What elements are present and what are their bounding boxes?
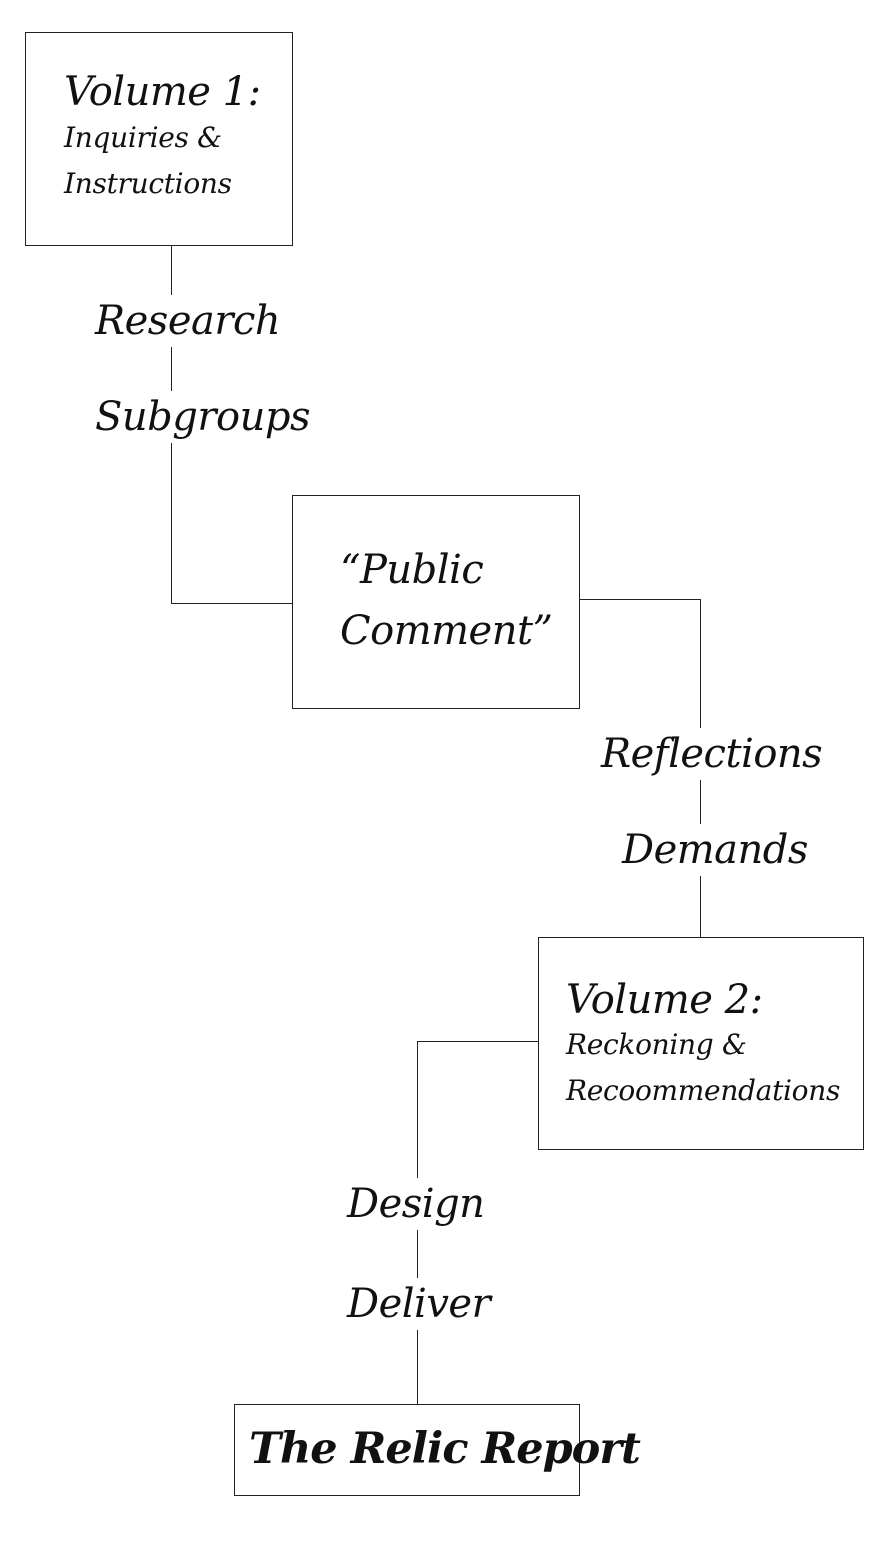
volume2-subtitle-line2: Recoommendations: [566, 1074, 841, 1107]
volume1-title: Volume 1:: [64, 69, 261, 115]
volume2-title: Volume 2:: [566, 977, 763, 1023]
volume1-box: [25, 32, 293, 246]
public-comment-box: [292, 495, 580, 709]
edge-label-reflections: Reflections: [601, 728, 823, 780]
volume1-subtitle-line2: Instructions: [64, 167, 232, 200]
volume1-subtitle-line1: Inquiries &: [64, 121, 222, 154]
connector-v1-right: [171, 603, 292, 604]
volume2-box: [538, 937, 864, 1150]
volume2-subtitle-line1: Reckoning &: [566, 1028, 747, 1061]
relic-report-title: The Relic Report: [249, 1424, 641, 1474]
edge-label-research: Research: [95, 295, 281, 347]
edge-label-demands: Demands: [622, 824, 808, 876]
public-comment-line1: “Public: [340, 547, 484, 593]
relic-report-box: [234, 1404, 580, 1496]
edge-label-subgroups: Subgroups: [95, 391, 310, 443]
public-comment-line2: Comment”: [340, 608, 553, 654]
edge-label-deliver: Deliver: [347, 1278, 491, 1330]
edge-label-design: Design: [347, 1178, 485, 1230]
connector-v2-left: [417, 1041, 538, 1042]
connector-public-right: [579, 599, 701, 600]
